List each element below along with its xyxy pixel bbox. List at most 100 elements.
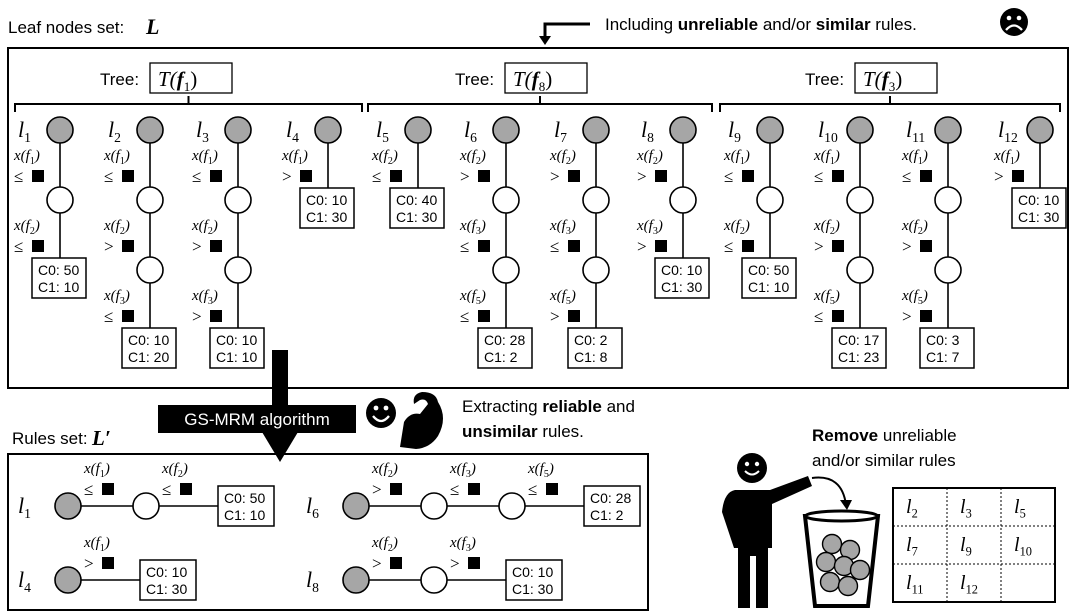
inner-node bbox=[132, 492, 160, 520]
root-node bbox=[46, 116, 74, 144]
cond-feature: x(f2) bbox=[813, 218, 840, 237]
cond-feature: x(f5) bbox=[459, 288, 486, 307]
svg-text:>: > bbox=[637, 167, 647, 186]
svg-text:C0: 10: C0: 10 bbox=[661, 262, 702, 278]
cond-threshold: > bbox=[902, 307, 932, 326]
svg-text:C1: 10: C1: 10 bbox=[748, 279, 789, 295]
svg-text:≤: ≤ bbox=[192, 167, 201, 186]
removed-leaf-l9: l9 bbox=[960, 534, 972, 558]
cond-feature: x(f2) bbox=[723, 218, 750, 237]
cond-threshold: > bbox=[637, 237, 667, 256]
removed-leaf-l5: l5 bbox=[1014, 496, 1026, 520]
cond-threshold: > bbox=[282, 167, 312, 186]
svg-text:≤: ≤ bbox=[372, 167, 381, 186]
svg-text:≤: ≤ bbox=[460, 237, 469, 256]
rules-set-symbol: L′ bbox=[91, 426, 111, 450]
inner-node bbox=[582, 186, 610, 214]
cond-threshold: ≤ bbox=[162, 480, 192, 499]
root-node bbox=[342, 566, 370, 594]
cond-threshold: ≤ bbox=[192, 167, 222, 186]
inner-node bbox=[136, 256, 164, 284]
svg-text:C1: 30: C1: 30 bbox=[1018, 209, 1059, 225]
svg-text:C0: 10: C0: 10 bbox=[1018, 192, 1059, 208]
leaf-label-l12: l12 bbox=[998, 117, 1018, 145]
svg-text:≤: ≤ bbox=[902, 167, 911, 186]
svg-text:C1: 30: C1: 30 bbox=[512, 581, 553, 597]
cond-feature: x(f5) bbox=[901, 288, 928, 307]
svg-text:C0: 10: C0: 10 bbox=[128, 332, 169, 348]
svg-text:C1: 30: C1: 30 bbox=[661, 279, 702, 295]
cond-threshold: ≤ bbox=[460, 307, 490, 326]
svg-text:T(f3): T(f3) bbox=[863, 67, 902, 94]
cond-threshold: ≤ bbox=[550, 237, 580, 256]
cond-feature: x(f2) bbox=[371, 148, 398, 167]
svg-text:≤: ≤ bbox=[162, 480, 171, 499]
cond-threshold: ≤ bbox=[460, 237, 490, 256]
svg-text:C0: 28: C0: 28 bbox=[590, 490, 631, 506]
cond-threshold: ≤ bbox=[104, 167, 134, 186]
rules-set-box bbox=[7, 453, 649, 611]
cond-feature: x(f2) bbox=[371, 461, 398, 480]
cond-threshold: > bbox=[192, 307, 222, 326]
svg-text:≤: ≤ bbox=[14, 237, 23, 256]
removed-leaf-l2: l2 bbox=[906, 496, 918, 520]
cond-feature: x(f1) bbox=[83, 461, 110, 480]
tree-title-1: Tree:T(f1) bbox=[100, 62, 233, 94]
svg-text:>: > bbox=[282, 167, 292, 186]
inner-node bbox=[846, 256, 874, 284]
svg-text:C1: 2: C1: 2 bbox=[484, 349, 518, 365]
cond-feature: x(f2) bbox=[549, 148, 576, 167]
svg-text:C0: 50: C0: 50 bbox=[224, 490, 265, 506]
cond-threshold: ≤ bbox=[902, 167, 932, 186]
leaf-set-symbol: L bbox=[145, 14, 159, 39]
cond-threshold: ≤ bbox=[14, 237, 44, 256]
cond-threshold: ≤ bbox=[14, 167, 44, 186]
svg-text:C1: 2: C1: 2 bbox=[590, 507, 624, 523]
root-node bbox=[54, 566, 82, 594]
root-node bbox=[1026, 116, 1054, 144]
leaf-label-l9: l9 bbox=[728, 117, 741, 145]
cond-feature: x(f5) bbox=[549, 288, 576, 307]
svg-text:C0: 10: C0: 10 bbox=[512, 564, 553, 580]
algorithm-label-box bbox=[158, 405, 356, 433]
rule-label-l8: l8 bbox=[306, 567, 319, 595]
inner-node bbox=[756, 186, 784, 214]
svg-text:>: > bbox=[192, 237, 202, 256]
cond-threshold: > bbox=[994, 167, 1024, 186]
svg-text:C0: 10: C0: 10 bbox=[306, 192, 347, 208]
svg-text:C0: 10: C0: 10 bbox=[216, 332, 257, 348]
rule-label-l1: l1 bbox=[18, 493, 31, 521]
svg-text:>: > bbox=[460, 167, 470, 186]
cond-feature: x(f3) bbox=[459, 218, 486, 237]
svg-text:>: > bbox=[192, 307, 202, 326]
svg-text:C1: 10: C1: 10 bbox=[38, 279, 79, 295]
svg-text:≤: ≤ bbox=[528, 480, 537, 499]
svg-text:>: > bbox=[550, 307, 560, 326]
svg-text:C1: 7: C1: 7 bbox=[926, 349, 960, 365]
rules-set-label: Rules set: bbox=[12, 429, 88, 448]
trash-bin-icon bbox=[802, 509, 881, 608]
remove-caption-line2: and/or similar rules bbox=[812, 451, 956, 470]
svg-text:≤: ≤ bbox=[814, 307, 823, 326]
svg-text:C1: 10: C1: 10 bbox=[224, 507, 265, 523]
algorithm-arrow-head bbox=[262, 432, 298, 462]
cond-feature: x(f5) bbox=[813, 288, 840, 307]
svg-text:Tree:: Tree: bbox=[455, 70, 494, 89]
warning-arrow bbox=[543, 22, 590, 38]
root-node bbox=[582, 116, 610, 144]
leaf-set-label: Leaf nodes set: bbox=[8, 18, 124, 37]
cond-feature: x(f2) bbox=[161, 461, 188, 480]
cond-feature: x(f1) bbox=[83, 535, 110, 554]
root-node bbox=[54, 492, 82, 520]
svg-text:>: > bbox=[902, 307, 912, 326]
leaf-label-l4: l4 bbox=[286, 117, 299, 145]
leaf-label-l1: l1 bbox=[18, 117, 31, 145]
cond-feature: x(f1) bbox=[993, 148, 1020, 167]
